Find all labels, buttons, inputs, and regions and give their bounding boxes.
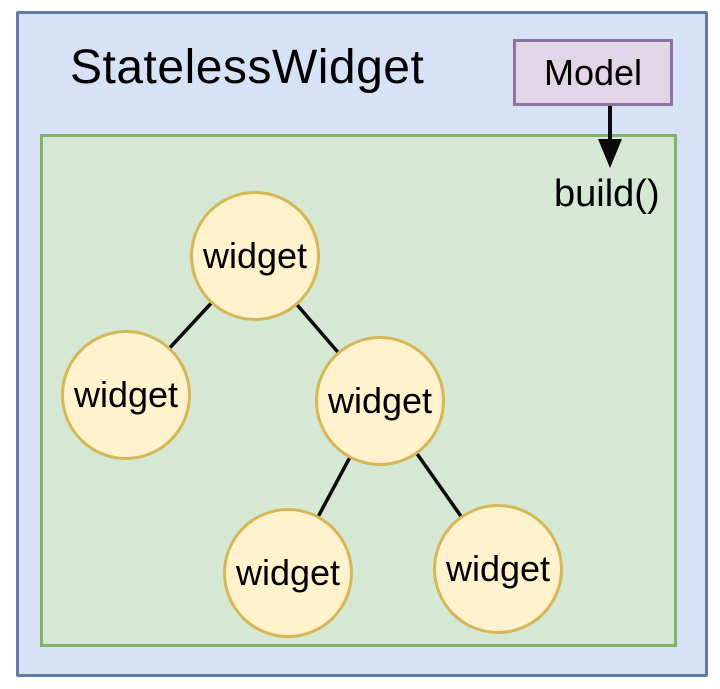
diagram-title: StatelessWidget bbox=[70, 41, 425, 94]
model-node: Model bbox=[513, 39, 673, 106]
widget-node-grandchild-right: widget bbox=[433, 504, 563, 634]
widget-node-label: widget bbox=[445, 548, 551, 589]
widget-node-root: widget bbox=[190, 191, 320, 321]
model-node-label: Model bbox=[543, 51, 643, 93]
build-method-label: build() bbox=[554, 173, 660, 215]
widget-node-label: widget bbox=[327, 380, 433, 421]
widget-node-label: widget bbox=[73, 374, 179, 415]
widget-node-label: widget bbox=[235, 552, 341, 593]
widget-node-child-right: widget bbox=[315, 336, 445, 466]
widget-node-grandchild-left: widget bbox=[223, 508, 353, 638]
widget-node-child-left: widget bbox=[61, 330, 191, 460]
widget-tree-container: build() widget widget widget widget widg… bbox=[40, 134, 677, 647]
widget-node-label: widget bbox=[202, 235, 308, 276]
